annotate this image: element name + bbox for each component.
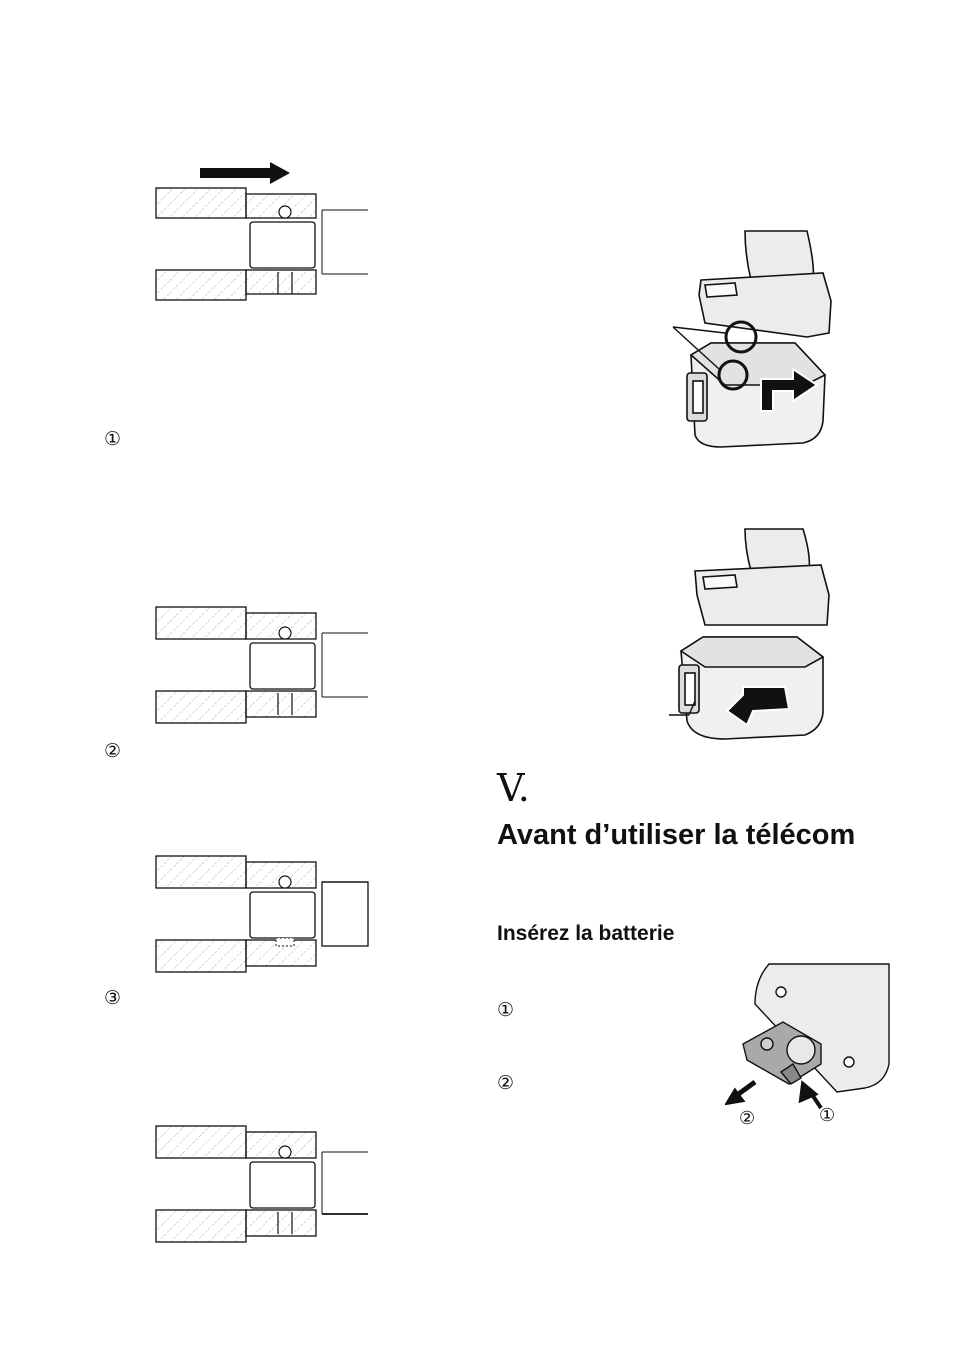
remote-label-2: ② — [739, 1108, 755, 1129]
detent-ball — [278, 1145, 292, 1159]
battery-step-number-1: ① — [497, 999, 515, 1021]
socket-body — [155, 187, 317, 301]
battery-remove-illustration — [669, 528, 830, 740]
tool-handle — [698, 230, 832, 338]
section-subtitle: Insérez la batterie — [497, 922, 675, 945]
socket-diagram-3 — [155, 855, 369, 973]
remote-label-1: ① — [819, 1105, 835, 1126]
battery-tray — [742, 1021, 822, 1085]
slide-arrow — [760, 367, 819, 412]
socket-diagram-1 — [155, 162, 368, 301]
inserted-shaft — [321, 881, 369, 947]
socket-body — [155, 606, 317, 724]
remote-body — [754, 963, 890, 1093]
remove-arrow — [725, 686, 791, 727]
step-number-2: ② — [104, 740, 122, 762]
screw-icon — [843, 1056, 855, 1068]
remote-battery-illustration: ① ② — [725, 963, 890, 1129]
socket-body — [155, 1125, 317, 1243]
movement-arrow — [200, 162, 290, 184]
socket-body — [155, 855, 317, 973]
detent-ball — [278, 205, 292, 219]
section-title: Avant d’utiliser la télécom — [497, 819, 856, 851]
screw-icon — [775, 986, 787, 998]
push-arrow-1 — [798, 1080, 823, 1110]
highlight-circle — [717, 359, 749, 391]
battery-pack — [686, 342, 827, 448]
tool-handle — [694, 528, 830, 626]
detent-ball — [278, 626, 292, 640]
pull-arrow-2 — [725, 1079, 757, 1106]
highlight-circle — [724, 320, 758, 354]
socket-diagram-4 — [155, 1125, 368, 1243]
detent-ball — [278, 875, 292, 889]
step-number-1: ① — [104, 428, 122, 450]
battery-attach-illustration — [672, 230, 832, 448]
battery-step-number-2: ② — [497, 1072, 515, 1094]
section-number: V. — [497, 766, 530, 810]
socket-diagram-2 — [155, 606, 368, 724]
step-number-3: ③ — [104, 987, 122, 1009]
